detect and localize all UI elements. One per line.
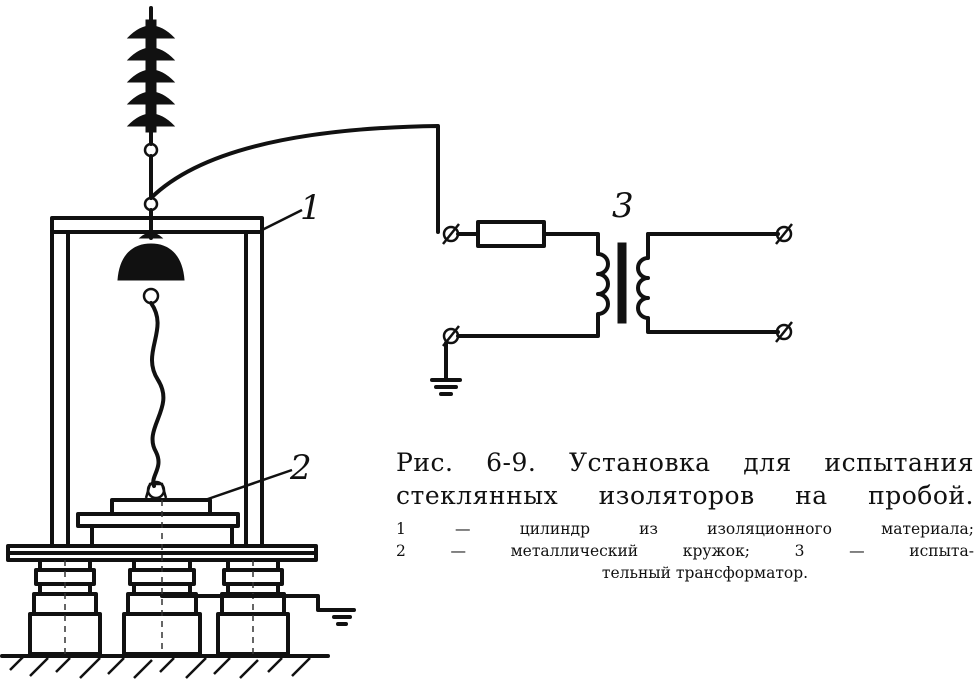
label-one: 1: [300, 188, 322, 228]
label-two: 2: [290, 448, 312, 488]
high-voltage-lead: [149, 124, 440, 234]
insulator-under-test: [117, 208, 185, 500]
caption-title: Рис. 6-9. Установка для испытания стекля…: [396, 446, 974, 512]
caption-legend: 1 — цилиндр из изоляционного материала; …: [396, 518, 974, 584]
label-three: 3: [612, 186, 634, 226]
figure-caption: Рис. 6-9. Установка для испытания стекля…: [396, 446, 974, 584]
insulating-cylinder: [50, 208, 303, 548]
caption-title-line-2: стеклянных изоляторов на пробой.: [396, 481, 974, 510]
transformer-circuit: [430, 220, 793, 396]
ground-base: [0, 654, 330, 679]
metal-disc: [110, 468, 293, 516]
caption-legend-line-1: 1 — цилиндр из изоляционного материала;: [396, 520, 974, 538]
insulator-string: [126, 6, 176, 212]
caption-legend-line-2: 2 — металлический кружок; 3 — испыта-: [396, 542, 974, 560]
caption-title-line-1: Рис. 6-9. Установка для испытания: [396, 448, 974, 477]
caption-legend-line-3: тельный трансформатор.: [601, 564, 809, 582]
stand-ground: [160, 594, 356, 626]
